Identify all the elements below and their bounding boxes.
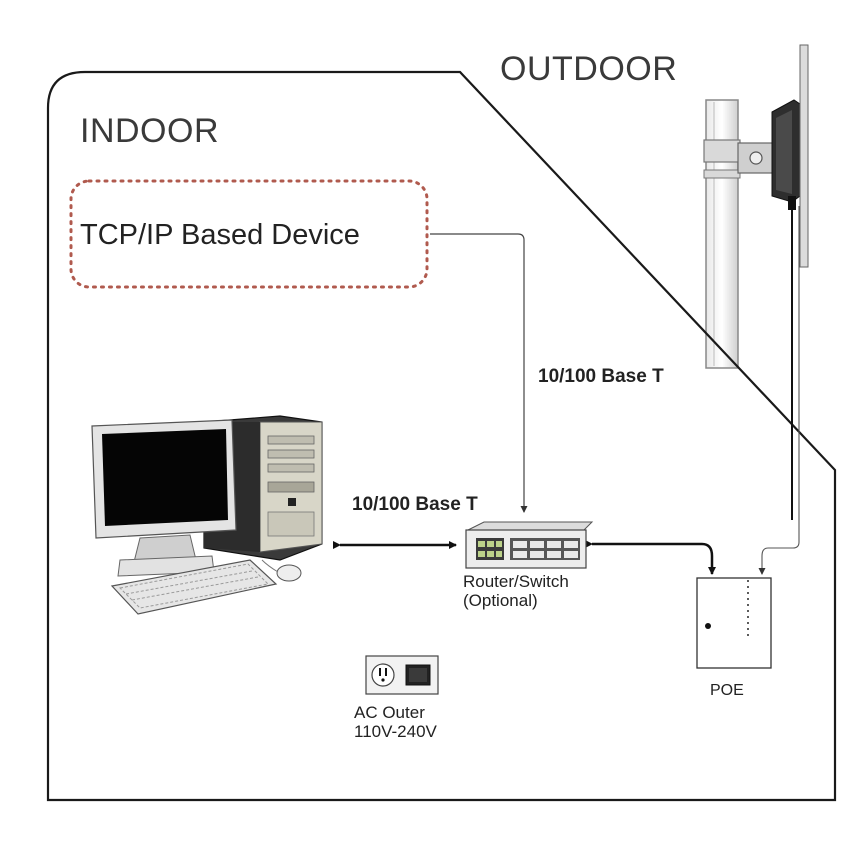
router-label-line1: Router/Switch	[463, 572, 569, 591]
poe-label: POE	[710, 682, 744, 699]
tcp-to-router-cable	[430, 233, 528, 513]
ac-label-line2: 110V-240V	[354, 722, 437, 741]
ac-label-line1: AC Outer	[354, 703, 425, 722]
poe-injector-icon	[696, 577, 772, 669]
tcp-device-label: TCP/IP Based Device	[80, 219, 360, 251]
indoor-label: INDOOR	[80, 112, 219, 150]
outdoor-label: OUTDOOR	[500, 50, 678, 88]
router-label-line2: (Optional)	[463, 591, 538, 610]
ac-outlet-icon	[365, 655, 439, 695]
pc-link-label: 10/100 Base T	[352, 494, 478, 515]
pole-antenna-icon	[703, 44, 809, 369]
router-label: Router/Switch (Optional)	[463, 572, 569, 610]
antenna-poe-cable-light	[758, 206, 800, 575]
vertical-link-label: 10/100 Base T	[538, 366, 664, 387]
computer-icon	[91, 415, 323, 615]
router-poe-cable	[585, 540, 716, 575]
ac-label: AC Outer 110V-240V	[354, 703, 437, 741]
router-switch-icon	[465, 521, 594, 569]
tcp-device-box	[69, 179, 429, 289]
indoor-boundary	[46, 70, 837, 802]
